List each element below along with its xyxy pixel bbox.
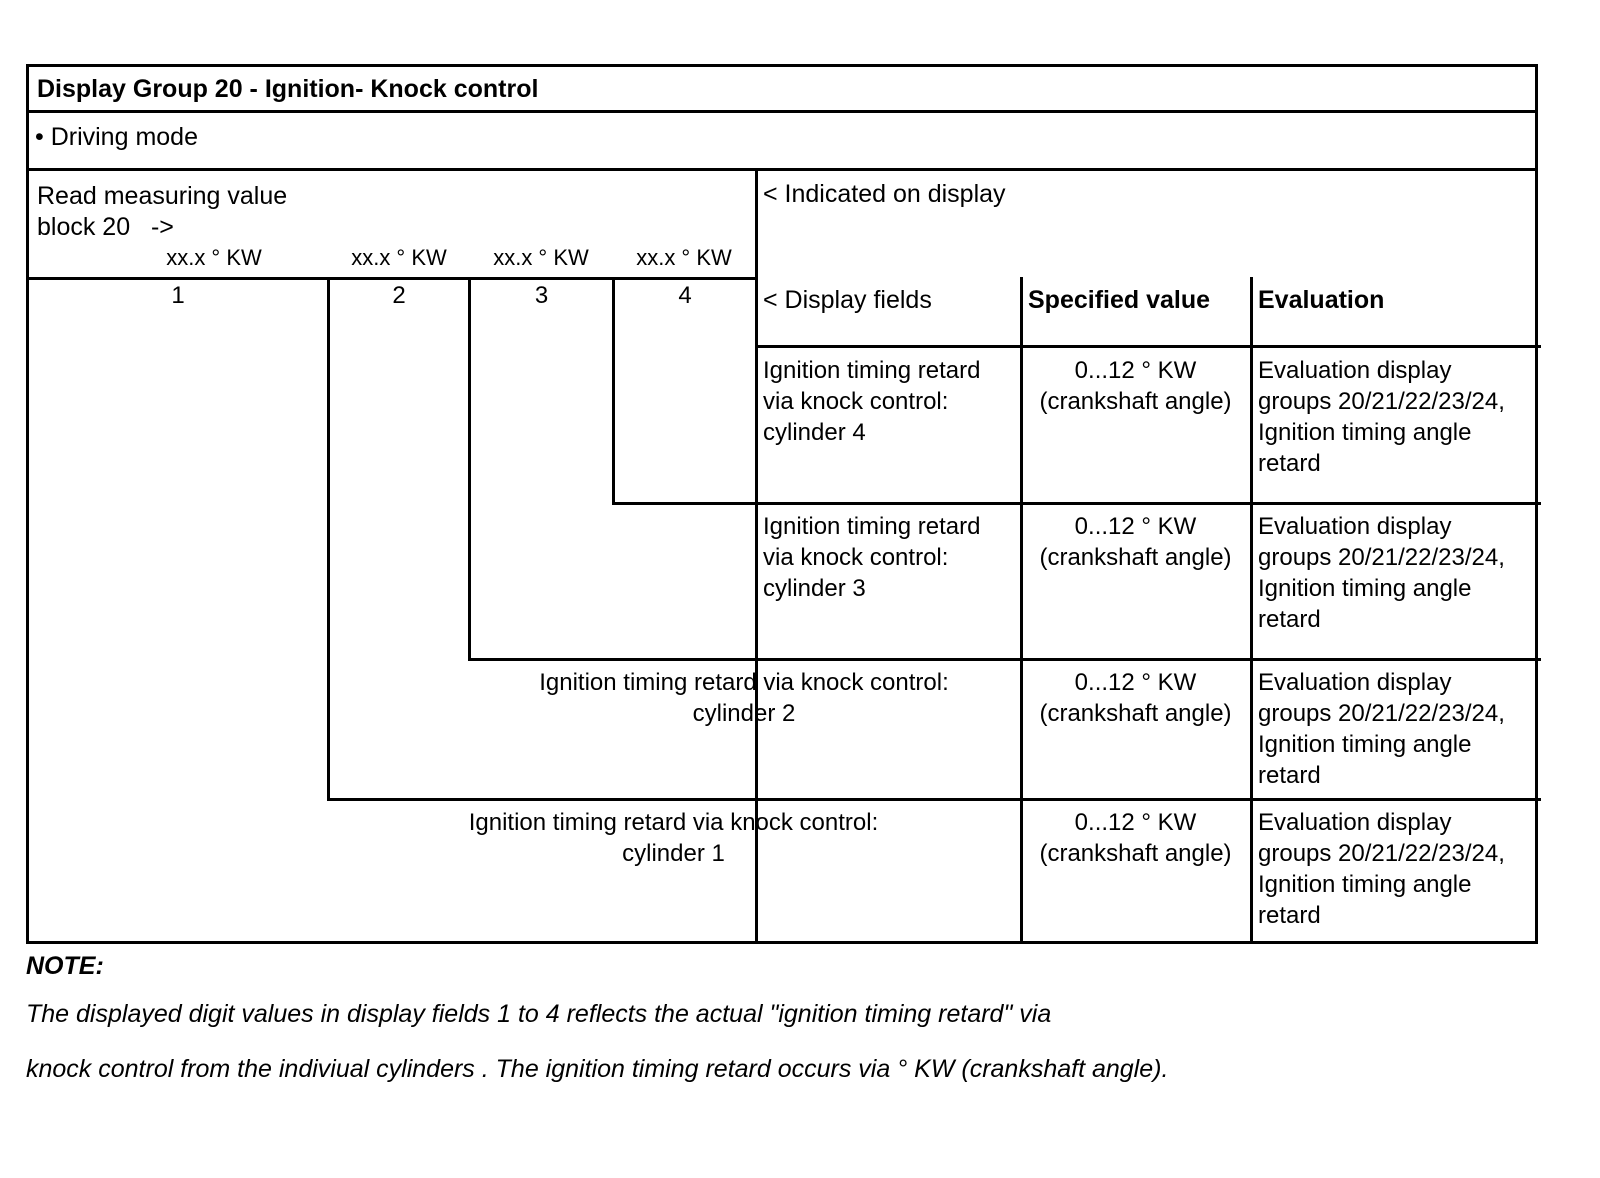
divider-field-3: [612, 277, 615, 505]
field-number-3: 3: [534, 282, 549, 309]
specified-value-cyl2: 0...12 ° KW (crankshaft angle): [1039, 669, 1232, 727]
field-description-cyl3: Ignition timing retard via knock control…: [763, 513, 981, 602]
staircase-line-cyl2: [327, 798, 1541, 801]
indicated-on-display-label: < Indicated on display: [763, 180, 1006, 208]
field-number-2: 2: [392, 282, 406, 309]
staircase-line-cyl3: [468, 658, 1541, 661]
field-number-1: 1: [171, 282, 185, 309]
kw-label-4: xx.x ° KW: [636, 245, 732, 270]
specified-value-cyl1: 0...12 ° KW (crankshaft angle): [1039, 809, 1232, 867]
specified-value-cyl4: 0...12 ° KW (crankshaft angle): [1039, 357, 1232, 415]
display-fields-header: < Display fields: [763, 286, 932, 314]
evaluation-cyl3: Evaluation display groups 20/21/22/23/24…: [1258, 513, 1505, 633]
evaluation-cyl4: Evaluation display groups 20/21/22/23/24…: [1258, 357, 1505, 477]
note-line-1: The displayed digit values in display fi…: [26, 1000, 1052, 1028]
field-number-4: 4: [678, 282, 692, 309]
note-label: NOTE:: [26, 952, 104, 980]
read-line-1: Read measuring value: [37, 182, 288, 210]
specified-value-header: Specified value: [1028, 286, 1211, 314]
row-divider-read-block: [26, 277, 755, 280]
page-title: Display Group 20 - Ignition- Knock contr…: [37, 75, 539, 103]
field-description-cyl4: Ignition timing retard via knock control…: [763, 357, 981, 446]
divider-specified-value: [1020, 277, 1023, 943]
evaluation-header: Evaluation: [1258, 286, 1385, 314]
evaluation-cyl2: Evaluation display groups 20/21/22/23/24…: [1258, 669, 1505, 789]
divider-evaluation: [1250, 277, 1253, 943]
kw-label-1: xx.x ° KW: [166, 245, 262, 270]
kw-label-3: xx.x ° KW: [493, 245, 589, 270]
kw-label-2: xx.x ° KW: [351, 245, 447, 270]
specified-value-cyl3: 0...12 ° KW (crankshaft angle): [1039, 513, 1232, 571]
row-divider-field-header: [755, 345, 1541, 348]
driving-mode-label: • Driving mode: [35, 123, 198, 151]
divider-field-2: [468, 277, 471, 661]
field-description-cyl1: Ignition timing retard via knock control…: [468, 809, 879, 867]
main-table: Display Group 20 - Ignition- Knock contr…: [26, 64, 1541, 944]
evaluation-cyl1: Evaluation display groups 20/21/22/23/24…: [1258, 809, 1505, 929]
note-line-2: knock control from the indiviual cylinde…: [26, 1055, 1169, 1083]
read-line-2: block 20 ->: [37, 213, 174, 241]
divider-field-1: [327, 277, 330, 801]
row-divider-mode: [26, 168, 1538, 171]
divider-tree-right: [755, 168, 758, 943]
staircase-line-cyl4: [612, 502, 1541, 505]
field-description-cyl2: Ignition timing retard via knock control…: [539, 669, 949, 727]
read-measuring-value-label: Read measuring value block 20 ->: [37, 181, 287, 243]
row-divider-title: [26, 110, 1538, 113]
